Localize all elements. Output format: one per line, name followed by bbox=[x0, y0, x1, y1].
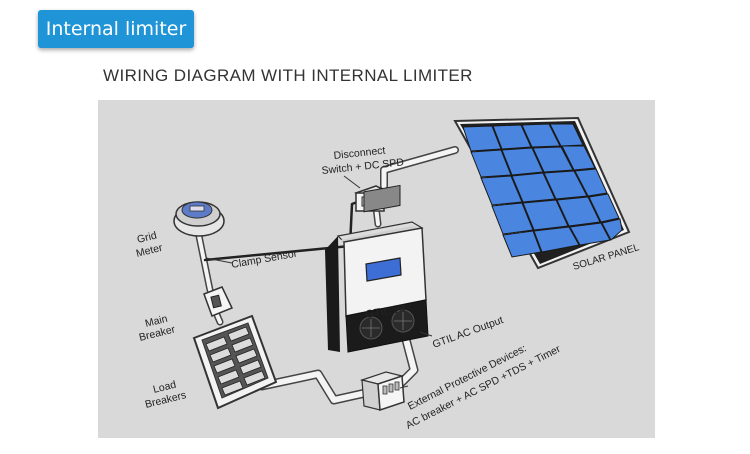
ac-output-label: GTIL AC Output bbox=[431, 314, 505, 351]
load-breakers-label-line1: Load bbox=[152, 379, 178, 396]
diagram-title: WIRING DIAGRAM WITH INTERNAL LIMITER bbox=[103, 66, 473, 85]
gtil-inverter: GTIL V4 bbox=[325, 184, 429, 353]
grid-meter-label-line1: Grid bbox=[136, 229, 158, 245]
solar-panel bbox=[453, 116, 631, 270]
load-breaker-panel bbox=[192, 314, 278, 410]
grid-meter bbox=[173, 201, 225, 237]
leader-lines bbox=[205, 175, 433, 389]
main-breaker bbox=[203, 286, 234, 317]
protective-devices-label-line2: AC breaker + AC SPD +TDS + Timer bbox=[404, 343, 563, 432]
protective-devices bbox=[359, 371, 405, 412]
clamp-sensor-label: Clamp Sensor bbox=[230, 247, 298, 270]
disconnect-label-line1: Disconnect bbox=[333, 145, 386, 162]
main-breaker-label-line1: Main bbox=[144, 313, 169, 330]
section-badge: Internal limiter bbox=[38, 10, 194, 48]
